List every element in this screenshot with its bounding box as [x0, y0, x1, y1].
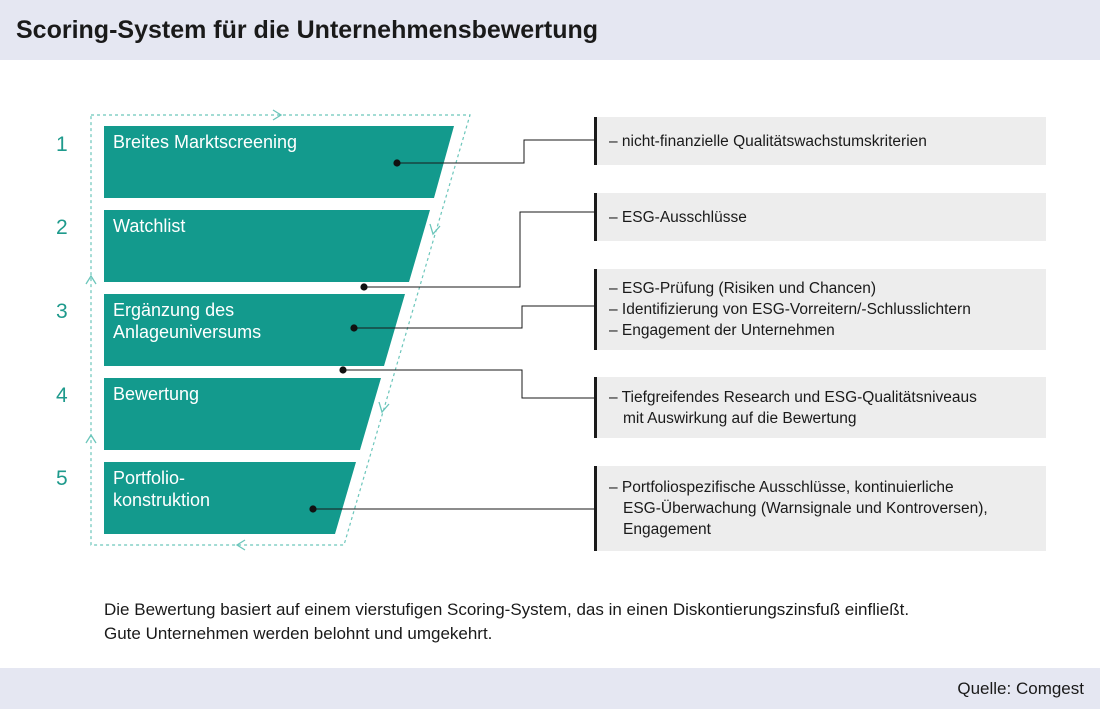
connector-dot-5 [309, 505, 317, 513]
step-label-1: Breites Marktscreening [113, 132, 297, 152]
description-box-5: – Portfoliospezifische Ausschlüsse, kont… [594, 466, 1046, 551]
step-label-5-line-1: Portfolio- [113, 468, 185, 488]
box-4-line-2: mit Auswirkung auf die Bewertung [623, 409, 857, 427]
step-label-3-line-2: Anlageuniversums [113, 322, 261, 342]
step-number-1: 1 [56, 133, 68, 156]
step-label-2: Watchlist [113, 216, 185, 236]
step-label-5-line-2: konstruktion [113, 490, 210, 510]
cycle-arrow-right-upper-icon [429, 223, 441, 236]
box-3-line-3: – Engagement der Unternehmen [609, 322, 835, 339]
box-3-line-2: – Identifizierung von ESG-Vorreitern/-Sc… [609, 301, 971, 318]
description-box-1: – nicht-finanzielle Qualitätswachstumskr… [594, 117, 1046, 165]
funnel-stage-1 [104, 126, 454, 198]
caption: Die Bewertung basiert auf einem vierstuf… [104, 598, 909, 646]
box-2-line-1: – ESG-Ausschlüsse [609, 208, 747, 226]
step-label-3-line-1: Ergänzung des [113, 300, 234, 320]
source-note: Quelle: Comgest [957, 679, 1084, 698]
step-number-5: 5 [56, 467, 68, 490]
connector-1 [397, 139, 595, 164]
step-number-2: 2 [56, 216, 68, 239]
connector-dot-3 [350, 324, 358, 332]
connector-dot-2 [360, 283, 368, 291]
connector-4 [343, 369, 595, 399]
box-4-line-1: – Tiefgreifendes Research und ESG-Qualit… [609, 388, 977, 406]
connector-dot-4 [339, 366, 347, 374]
footer-bar [0, 668, 1100, 709]
description-box-3: – ESG-Prüfung (Risiken und Chancen) – Id… [594, 269, 1046, 350]
cycle-arrow-right-lower-icon [378, 401, 390, 414]
header-bar: Scoring-System für die Unternehmensbewer… [0, 0, 1100, 60]
connector-3 [354, 305, 595, 329]
cycle-arrow-left-upper-icon [85, 274, 97, 285]
caption-line-1: Die Bewertung basiert auf einem vierstuf… [104, 600, 910, 619]
connector-dot-1 [393, 159, 401, 167]
box-5-line-3: Engagement [623, 521, 711, 538]
cycle-outline [90, 114, 471, 546]
funnel-stage-3 [104, 294, 405, 366]
funnel-stage-2 [104, 210, 430, 282]
cycle-arrow-top-icon [272, 109, 283, 121]
box-1-line-1: – nicht-finanzielle Qualitätswachstumskr… [609, 132, 927, 150]
cycle-arrow-bottom-icon [235, 539, 246, 551]
description-box-4: – Tiefgreifendes Research und ESG-Qualit… [594, 377, 1046, 438]
funnel-stage-4 [104, 378, 381, 450]
cycle-arrow-left-lower-icon [85, 433, 97, 444]
step-number-4: 4 [56, 384, 68, 407]
step-number-3: 3 [56, 300, 68, 323]
page-title: Scoring-System für die Unternehmensbewer… [16, 16, 599, 44]
description-box-2: – ESG-Ausschlüsse [594, 193, 1046, 241]
box-3-line-1: – ESG-Prüfung (Risiken und Chancen) [609, 280, 877, 297]
connector-2 [364, 211, 595, 288]
box-5-line-1: – Portfoliospezifische Ausschlüsse, kont… [609, 479, 954, 496]
funnel-stage-5 [104, 462, 356, 534]
box-5-line-2: ESG-Überwachung (Warnsignale und Kontrov… [623, 500, 988, 517]
caption-line-2: Gute Unternehmen werden belohnt und umge… [104, 624, 493, 643]
step-label-4: Bewertung [113, 384, 199, 404]
